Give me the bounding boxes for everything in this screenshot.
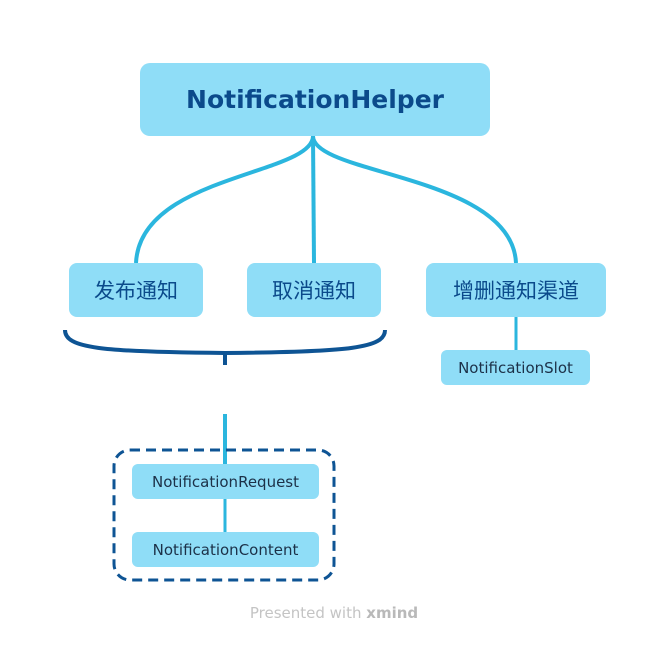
- connector-root-to-fabu: [134, 135, 315, 264]
- summary-brace: [63, 329, 387, 356]
- root-topic[interactable]: NotificationHelper: [140, 63, 490, 136]
- xmind-brand: xmind: [366, 604, 419, 622]
- topic-fabu-tongzhi[interactable]: 发布通知: [69, 263, 203, 317]
- topic-notification-slot[interactable]: NotificationSlot: [441, 350, 590, 385]
- summary-boundary: [112, 448, 336, 582]
- connector-root-to-quxiao: [311, 135, 316, 264]
- connector-root-to-zengshan: [311, 135, 518, 264]
- footer-prefix: Presented with: [249, 604, 362, 622]
- topic-notification-content[interactable]: NotificationContent: [132, 532, 319, 567]
- topic-quxiao-tongzhi[interactable]: 取消通知: [247, 263, 381, 317]
- topic-notification-request[interactable]: NotificationRequest: [132, 464, 319, 499]
- xmind-footer: Presented with xmind: [0, 604, 668, 622]
- topic-zengshan-tongzhi-qudao[interactable]: 增删通知渠道: [426, 263, 606, 317]
